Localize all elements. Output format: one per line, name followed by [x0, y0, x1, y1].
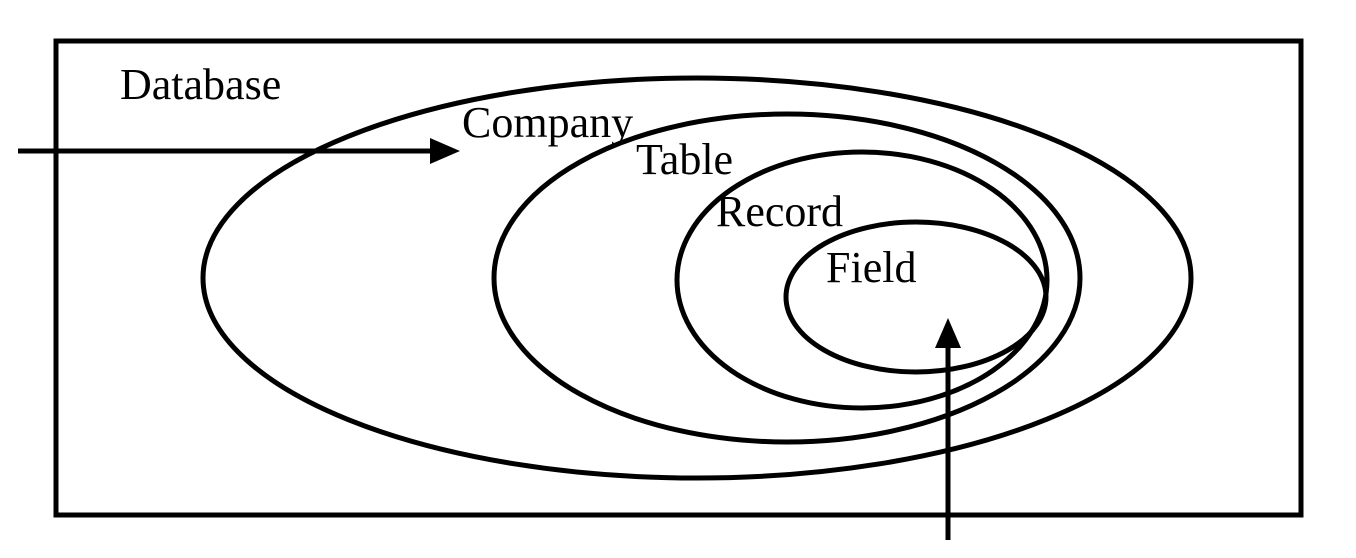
record-label: Record [716, 187, 843, 236]
record-ellipse [674, 149, 1050, 411]
vertical-arrow [935, 318, 961, 540]
table-label: Table [636, 135, 733, 184]
database-label: Database [120, 60, 281, 109]
field-label: Field [826, 243, 916, 292]
company-label: Company [462, 98, 633, 147]
table-ellipse [491, 111, 1083, 445]
database-frame [53, 38, 1304, 518]
field-ellipse [783, 219, 1049, 375]
company-ellipse [200, 75, 1194, 481]
horizontal-arrow [18, 138, 460, 164]
